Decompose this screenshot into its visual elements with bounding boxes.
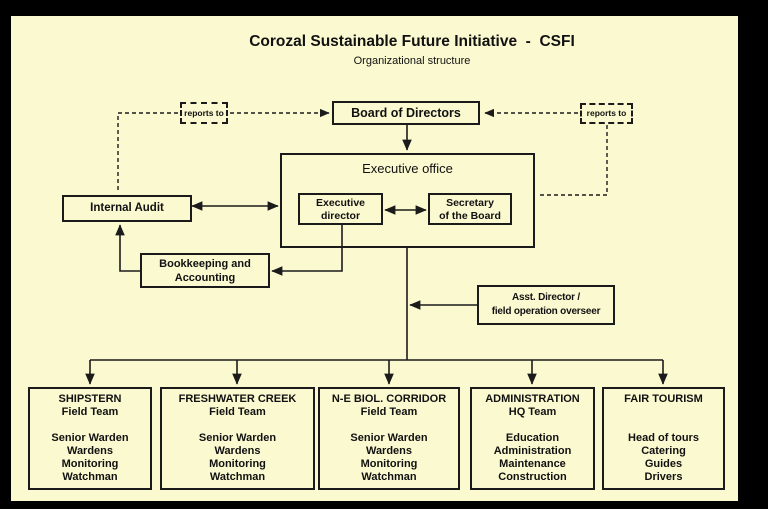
executive-director-box: Executive director — [298, 193, 383, 225]
asst-director-box: Asst. Director / field operation oversee… — [477, 285, 615, 325]
team-box-administration: ADMINISTRATION HQ Team Education Adminis… — [470, 387, 595, 490]
team-title: FAIR TOURISM — [624, 393, 703, 405]
bookkeeping-accounting-box: Bookkeeping and Accounting — [140, 253, 270, 288]
team-members: Head of tours Catering Guides Drivers — [628, 432, 699, 483]
team-title: N-E BIOL. CORRIDOR Field Team — [331, 393, 447, 418]
team-box-freshwater-creek: FRESHWATER CREEK Field Team Senior Warde… — [160, 387, 315, 490]
reports-to-right-box: reports to — [580, 103, 633, 124]
team-members: Senior Warden Wardens Monitoring Watchma… — [51, 432, 129, 483]
secretary-of-board-box: Secretary of the Board — [428, 193, 512, 225]
team-title: SHIPSTERN Field Team — [58, 393, 122, 418]
team-members: Senior Warden Wardens Monitoring Watchma… — [198, 432, 277, 483]
executive-office-box: Executive office — [280, 153, 535, 248]
team-box-ne-biol-corridor: N-E BIOL. CORRIDOR Field Team Senior War… — [318, 387, 460, 490]
team-title: FRESHWATER CREEK Field Team — [178, 393, 297, 418]
internal-audit-box: Internal Audit — [62, 195, 192, 222]
org-subtitle: Organizational structure — [353, 55, 471, 67]
board-of-directors-box: Board of Directors — [332, 101, 480, 125]
org-title: Corozal Sustainable Future Initiative - … — [249, 33, 575, 50]
team-box-fair-tourism: FAIR TOURISM Head of tours Catering Guid… — [602, 387, 725, 490]
reports-to-left-box: reports to — [180, 102, 228, 124]
team-members: Education Administration Maintenance Con… — [493, 432, 572, 483]
executive-office-label: Executive office — [362, 161, 453, 176]
team-box-shipstern: SHIPSTERN Field Team Senior Warden Warde… — [28, 387, 152, 490]
team-title: ADMINISTRATION HQ Team — [485, 393, 580, 418]
team-members: Senior Warden Wardens Monitoring Watchma… — [350, 432, 428, 483]
